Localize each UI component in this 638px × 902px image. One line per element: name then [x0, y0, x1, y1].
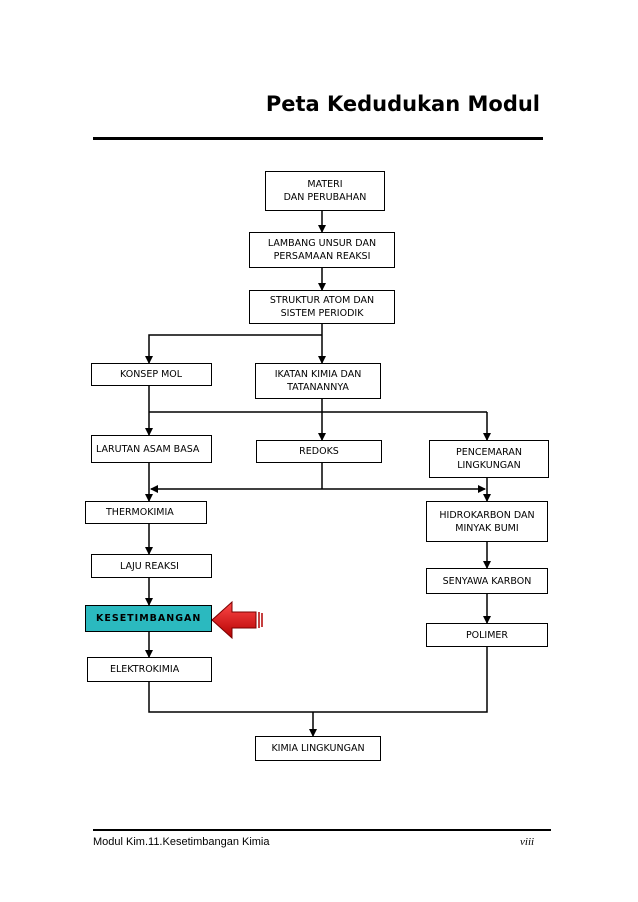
box-senyawa-karbon: SENYAWA KARBON	[426, 568, 548, 594]
box-konsep-mol: KONSEP MOL	[91, 363, 212, 386]
pointer-arrow-icon	[211, 600, 263, 640]
footer-rule	[93, 829, 551, 831]
box-laju-reaksi: LAJU REAKSI	[91, 554, 212, 578]
box-larutan-asam-basa: LARUTAN ASAM BASA	[91, 435, 212, 463]
box-lambang-unsur: LAMBANG UNSUR DAN PERSAMAAN REAKSI	[249, 232, 395, 268]
box-ikatan-kimia: IKATAN KIMIA DAN TATANANNYA	[255, 363, 381, 399]
box-pencemaran: PENCEMARAN LINGKUNGAN	[429, 440, 549, 478]
title-rule	[93, 137, 543, 140]
box-thermokimia: THERMOKIMIA	[85, 501, 207, 524]
box-polimer: POLIMER	[426, 623, 548, 647]
box-elektrokimia: ELEKTROKIMIA	[87, 657, 212, 682]
box-struktur-atom: STRUKTUR ATOM DAN SISTEM PERIODIK	[249, 290, 395, 324]
box-kesetimbangan: KESETIMBANGAN	[85, 605, 212, 632]
footer-page-number: viii	[520, 836, 535, 848]
box-kimia-lingkungan: KIMIA LINGKUNGAN	[255, 736, 381, 761]
page-title: Peta Kedudukan Modul	[265, 92, 540, 116]
connector-elektrokimia-polimer-bar	[148, 647, 488, 713]
box-materi: MATERI DAN PERUBAHAN	[265, 171, 385, 211]
footer-module-name: Modul Kim.11.Kesetimbangan Kimia	[93, 836, 270, 848]
box-redoks: REDOKS	[256, 440, 382, 463]
box-hidrokarbon: HIDROKARBON DAN MINYAK BUMI	[426, 501, 548, 542]
connector-struktur-konsep-mol	[145, 334, 322, 364]
